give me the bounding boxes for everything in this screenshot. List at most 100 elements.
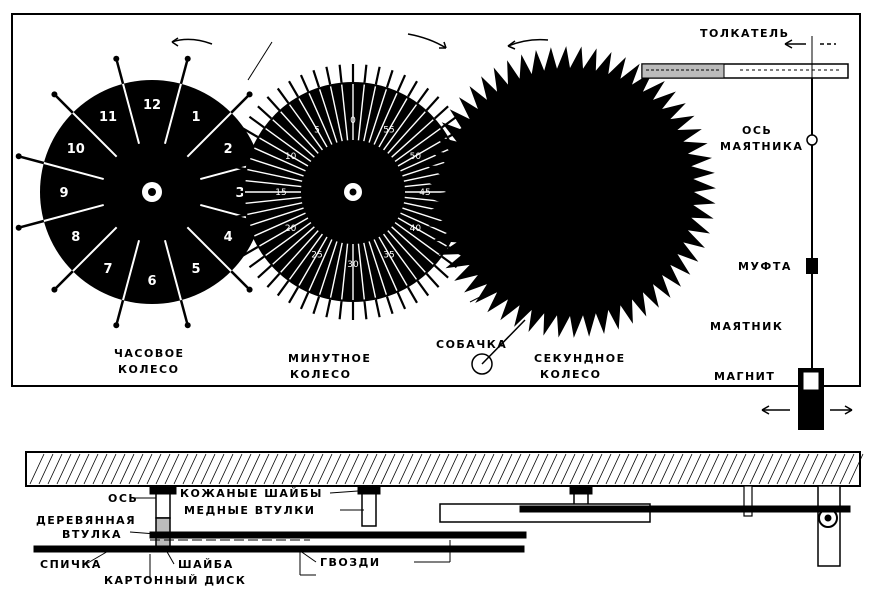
second-wheel-label-line2: КОЛЕСО [540, 368, 601, 381]
minute-pin [338, 301, 343, 320]
minute-spoke [288, 104, 324, 151]
board-hatch-line [101, 453, 117, 485]
board-hatch-line [110, 453, 126, 485]
board-hatch-line [92, 453, 108, 485]
board-hatch-line [164, 453, 180, 485]
board-hatch-line [839, 453, 855, 485]
minute-spoke [341, 243, 349, 300]
minute-number: 10 [285, 152, 297, 162]
minute-number: 40 [410, 224, 422, 234]
minute-pin [325, 299, 332, 318]
minute-spoke [378, 98, 408, 148]
minute-spoke [318, 241, 338, 295]
minute-pin [257, 264, 272, 279]
minute-pin [288, 286, 299, 304]
hour-number: 6 [147, 274, 156, 289]
hour-pin-head [184, 55, 191, 62]
minute-pin [266, 96, 281, 111]
minute-spoke [391, 119, 434, 158]
board-hatch-line [578, 453, 594, 485]
minute-pin [374, 66, 381, 85]
minute-number: 55 [383, 126, 394, 136]
board-hatch-line [776, 453, 792, 485]
board-hatch-line [605, 453, 621, 485]
hour-pin-head [246, 286, 253, 293]
board-hatch-line [515, 453, 531, 485]
minute-spoke [254, 212, 306, 237]
board-hatch-line [119, 453, 135, 485]
board-hatch-line [407, 453, 423, 485]
board-hatch-line [137, 453, 153, 485]
hour-spoke [186, 112, 232, 158]
hour-wheel-label-line2: КОЛЕСО [118, 363, 179, 376]
board-hatch-line [650, 453, 666, 485]
board-hatch-line [47, 453, 63, 485]
minute-number: 25 [311, 250, 322, 260]
minute-spoke [400, 147, 452, 172]
minute-spoke [387, 230, 426, 273]
hour-pin-head [113, 55, 120, 62]
pawl [469, 285, 526, 375]
magnet-label: МАГНИТ [714, 370, 775, 383]
board-hatch-line [182, 453, 198, 485]
board-hatch-line [695, 453, 711, 485]
minute-pin [276, 87, 290, 104]
board-hatch-line [632, 453, 648, 485]
minute-spoke [357, 243, 365, 300]
hour-spoke [122, 83, 141, 144]
minute-pin [312, 296, 321, 315]
board-hatch-line [794, 453, 810, 485]
board-hatch-line [443, 453, 459, 485]
minute-spoke [341, 84, 349, 141]
board-hatch-line [146, 453, 162, 485]
side-view-disks [33, 503, 851, 553]
pendulum-axis-label-line1: ОСЬ [742, 124, 772, 137]
hour-number: 2 [224, 142, 233, 157]
minute-spoke [308, 239, 333, 291]
hour-spoke [72, 226, 118, 272]
minute-spoke [250, 207, 304, 227]
bottom-leader-lines [85, 489, 451, 580]
board-hatch-line [461, 453, 477, 485]
hour-spoke [72, 112, 118, 158]
minute-pin [363, 301, 368, 320]
board-hatch-line [767, 453, 783, 485]
minute-pin [241, 127, 259, 138]
hour-wheel-label-line1: ЧАСОВОЕ [114, 347, 185, 360]
minute-wheel-label-line1: МИНУТНОЕ [288, 352, 371, 365]
minute-pin [312, 69, 321, 88]
pendulum-axis-label-line2: МАЯТНИКА [720, 140, 803, 153]
minute-number: 30 [347, 260, 359, 270]
minute-spoke [363, 86, 377, 142]
board-hatch-line [29, 453, 45, 485]
coupling-label: МУФТА [738, 260, 792, 273]
hour-pin-head [15, 153, 22, 160]
pusher-label: ТОЛКАТЕЛЬ [700, 27, 790, 40]
board-hatch-line [524, 453, 540, 485]
minute-spoke [397, 137, 447, 167]
minute-pin [257, 105, 272, 120]
hour-spoke [163, 240, 182, 301]
minute-pin [407, 286, 418, 304]
board-hatch-line [74, 453, 90, 485]
hour-pin-head [15, 224, 22, 231]
minute-spoke [397, 217, 447, 247]
minute-spoke [247, 202, 303, 216]
minute-pin [299, 292, 310, 310]
board-hatch-line [308, 453, 324, 485]
wooden-bushing-label-line2: ВТУЛКА [62, 528, 122, 541]
minute-pin [276, 280, 290, 297]
minute-pin [227, 213, 246, 220]
minute-spoke [254, 147, 306, 172]
board-hatch-line [389, 453, 405, 485]
board-hatch-line [569, 453, 585, 485]
board-hatch-line [623, 453, 639, 485]
minute-pin [385, 69, 394, 88]
minute-spoke [259, 137, 309, 167]
minute-spoke [382, 233, 418, 280]
board-hatch-line [236, 453, 252, 485]
pawl-label: СОБАЧКА [436, 338, 507, 351]
minute-pin [325, 66, 332, 85]
board-hatch-line [641, 453, 657, 485]
minute-pin [374, 299, 381, 318]
